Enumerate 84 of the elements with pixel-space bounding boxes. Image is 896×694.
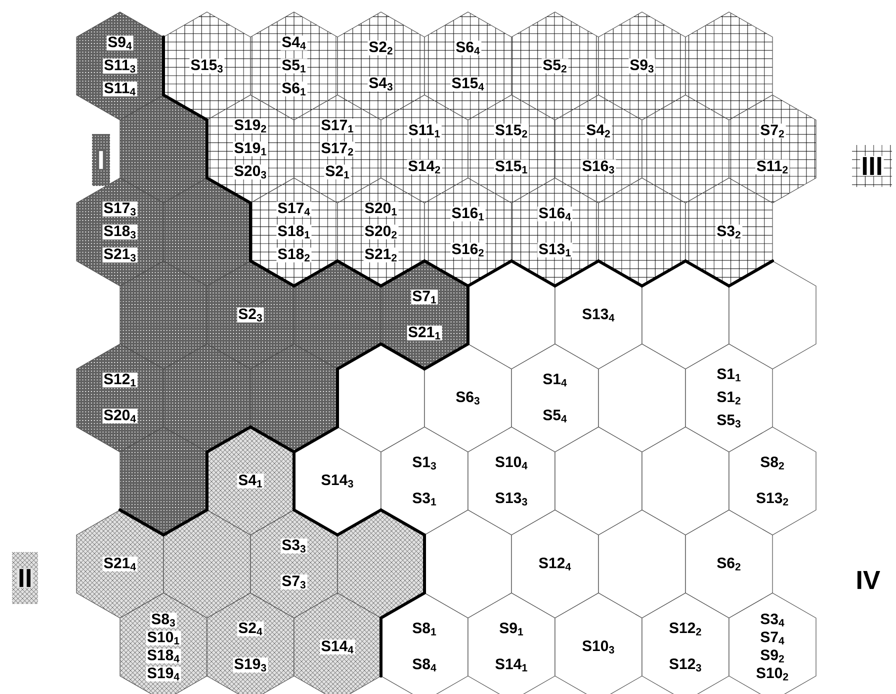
map-cell: S6$_{3}$ — [423, 342, 512, 452]
node-label: S8$_{3}$ — [152, 614, 175, 627]
node-label: S2$_{3}$ — [238, 308, 262, 322]
node-label: S15$_{1}$ — [495, 160, 528, 174]
map-cell: S17$_{3}$ S18$_{3}$ S21$_{3}$ — [76, 178, 164, 286]
node-label: S8$_{4}$ — [412, 658, 436, 672]
node-label: S12$_{3}$ — [669, 658, 702, 672]
node-label: S20$_{2}$ — [364, 226, 397, 238]
node-label: S19$_{1}$ — [234, 142, 266, 156]
node-label: S4$_{4}$ — [282, 36, 306, 50]
map-cell — [423, 510, 512, 618]
node-label: S4$_{3}$ — [369, 78, 392, 90]
node-label: S11$_{1}$ — [408, 124, 440, 138]
node-label: S7$_{4}$ — [760, 632, 784, 644]
node-label: S14$_{4}$ — [321, 640, 354, 654]
node-label: S6$_{4}$ — [456, 42, 480, 54]
node-label: S16$_{1}$ — [452, 208, 484, 220]
node-label: S10$_{1}$ — [147, 632, 180, 644]
map-cell: S9$_{1}$ S14$_{1}$ — [468, 592, 556, 694]
map-cell — [336, 342, 426, 452]
node-label: S7$_{3}$ — [282, 576, 306, 588]
node-label: S20$_{3}$ — [234, 166, 266, 178]
map-cell — [728, 260, 816, 370]
map-cell: S7$_{2}$ S11$_{2}$ — [728, 94, 816, 204]
node-label: S16$_{4}$ — [538, 208, 571, 220]
node-label: S17$_{4}$ — [278, 202, 310, 216]
node-label: S20$_{1}$ — [364, 202, 397, 216]
node-label: S3$_{3}$ — [282, 540, 306, 552]
node-label: S6$_{1}$ — [282, 82, 306, 96]
node-label: S21$_{2}$ — [364, 248, 397, 262]
map-cell — [554, 426, 642, 536]
node-label: S18$_{4}$ — [147, 650, 180, 662]
map-cell — [642, 426, 730, 536]
map-cell: S14$_{4}$ — [294, 592, 382, 694]
node-label: S19$_{4}$ — [147, 668, 180, 680]
map-cell: S8$_{1}$ S8$_{4}$ — [380, 592, 468, 694]
map-cell: S8$_{3}$ S10$_{1}$ S18$_{4}$ S19$_{4}$ — [120, 592, 208, 694]
node-label: S8$_{1}$ — [412, 622, 436, 636]
node-label: S21$_{3}$ — [104, 248, 136, 262]
map-cell: S12$_{4}$ — [511, 510, 599, 618]
map-cell: S12$_{2}$ S12$_{3}$ — [642, 592, 730, 694]
node-label: S15$_{4}$ — [452, 78, 484, 90]
map-cell — [466, 260, 556, 370]
map-cell: S12$_{1}$ S20$_{4}$ — [76, 344, 164, 452]
node-label: S4$_{2}$ — [586, 124, 610, 138]
node-label: S18$_{2}$ — [278, 248, 310, 262]
map-cell: S3$_{4}$ S7$_{4}$ S9$_{2}$ S10$_{2}$ — [728, 592, 816, 694]
map-cell: S10$_{3}$ — [554, 592, 642, 694]
node-label: S10$_{2}$ — [756, 668, 788, 680]
node-label: S11$_{2}$ — [756, 160, 788, 174]
node-label: S9$_{3}$ — [630, 60, 654, 72]
node-label: S9$_{2}$ — [760, 650, 784, 662]
node-label: S14$_{1}$ — [495, 658, 528, 672]
node-label: S19$_{3}$ — [234, 658, 266, 672]
node-label: S17$_{1}$ — [321, 120, 354, 132]
cluster-label: IV — [857, 571, 880, 589]
node-label: S7$_{2}$ — [760, 124, 784, 138]
node-label: S17$_{3}$ — [104, 202, 136, 216]
node-label: S3$_{2}$ — [717, 226, 740, 238]
node-label: S2$_{2}$ — [369, 42, 392, 54]
node-label: S2$_{1}$ — [326, 166, 350, 178]
map-cell: S2$_{4}$ S19$_{3}$ — [206, 592, 294, 694]
node-label: S5$_{2}$ — [543, 60, 566, 72]
node-label: S18$_{1}$ — [278, 226, 310, 238]
node-label: S14$_{2}$ — [408, 160, 440, 174]
map-cell — [598, 510, 686, 618]
node-label: S16$_{2}$ — [452, 244, 484, 256]
node-label: S16$_{3}$ — [582, 160, 614, 174]
node-label: S2$_{4}$ — [238, 622, 262, 636]
node-label: S4$_{1}$ — [238, 474, 262, 488]
node-label: S13$_{1}$ — [538, 244, 571, 256]
node-label: S5$_{1}$ — [282, 60, 306, 72]
node-label: S15$_{2}$ — [495, 124, 528, 138]
map-cell — [640, 260, 730, 370]
map-cell: S9$_{4}$ S11$_{3}$ S11$_{4}$ — [76, 12, 165, 120]
map-cell: S8$_{2}$ S13$_{2}$ — [728, 426, 816, 536]
node-label: S17$_{2}$ — [321, 142, 354, 156]
node-label: S19$_{2}$ — [234, 120, 266, 132]
map-cell — [598, 344, 686, 452]
map-cell — [120, 260, 208, 370]
node-label: S9$_{1}$ — [500, 622, 524, 636]
node-label: S12$_{2}$ — [669, 622, 702, 636]
node-label: S10$_{3}$ — [582, 640, 614, 654]
node-label: S18$_{3}$ — [104, 226, 136, 238]
